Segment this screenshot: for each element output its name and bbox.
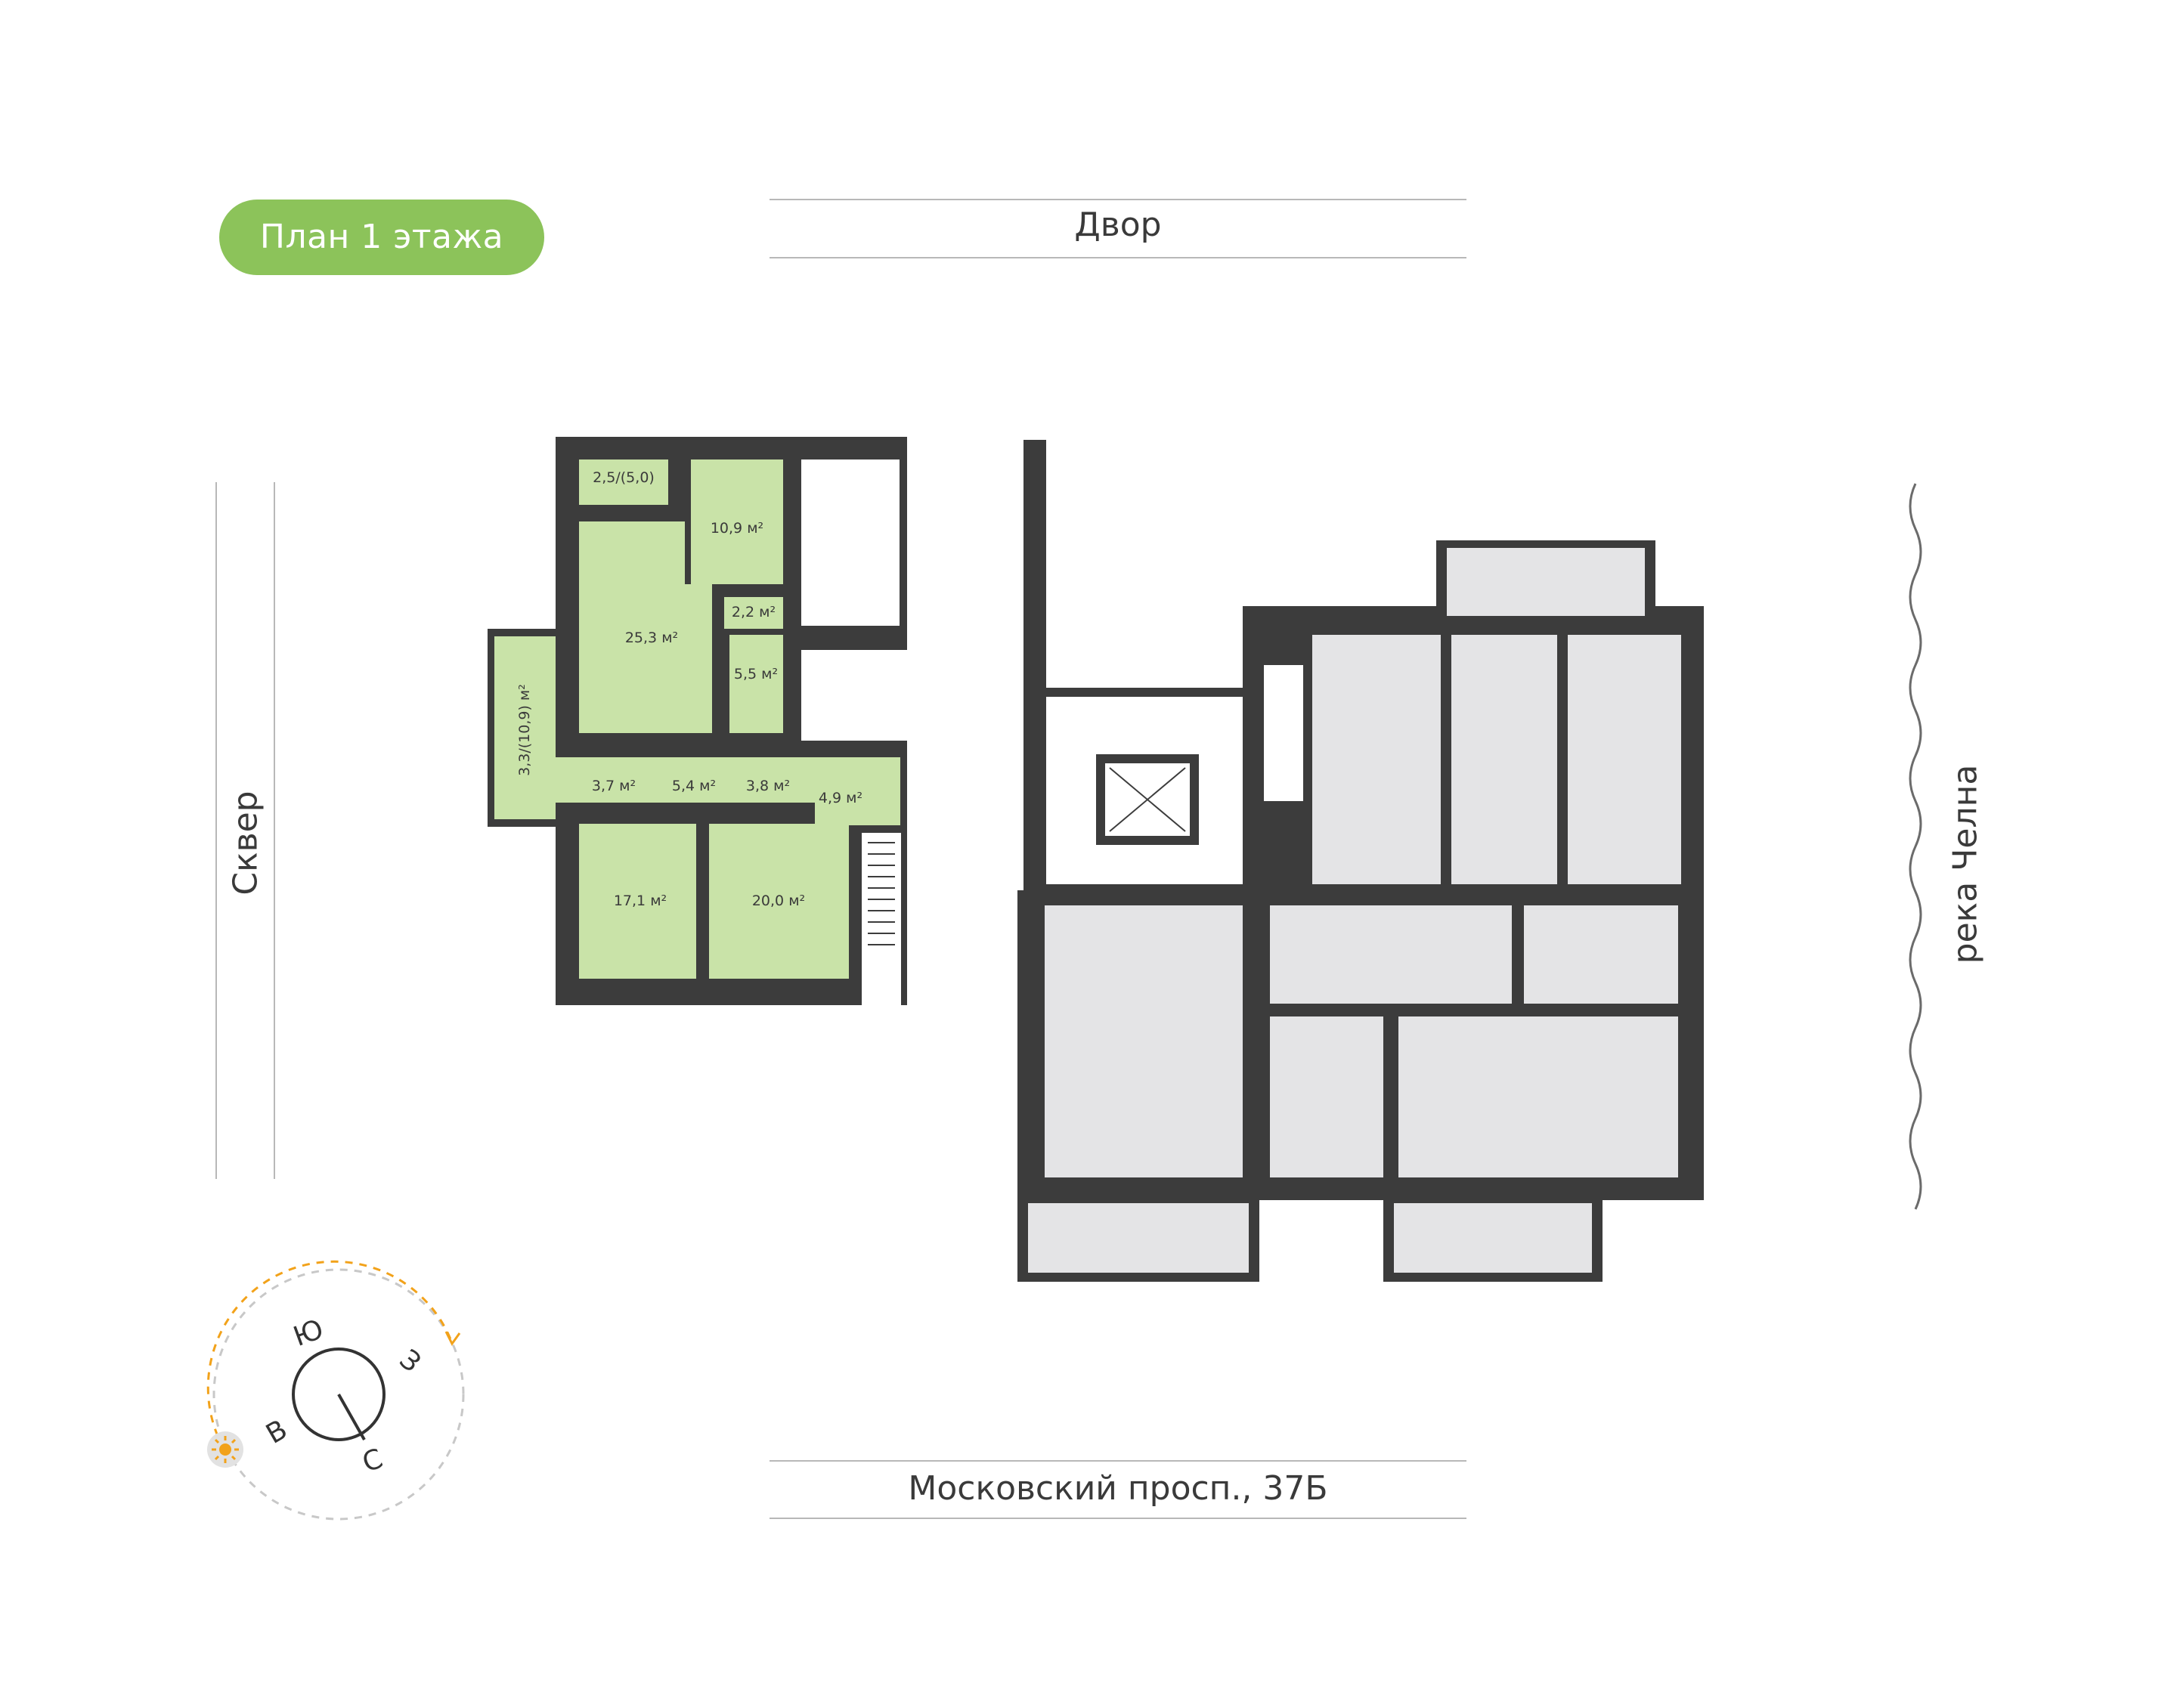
- room-label-r8: 5,4 м²: [672, 778, 716, 794]
- room-label-r12: 20,0 м²: [752, 893, 805, 909]
- river-wave: [1909, 483, 1922, 1210]
- unit-lower-a: [1045, 905, 1243, 1177]
- top-border-line-1: [770, 199, 1466, 200]
- left-wing: [488, 437, 952, 1005]
- compass-dial: [292, 1348, 386, 1441]
- room-label-r4: 25,3 м²: [625, 630, 678, 646]
- room-label-r5: 5,5 м²: [734, 666, 778, 682]
- room-label-r1: 2,5/(5,0): [593, 469, 655, 486]
- room-r5: [729, 635, 783, 733]
- room-label-r9: 3,8 м²: [746, 778, 790, 794]
- compass: Ю З В С: [206, 1260, 465, 1521]
- compass-needle: [337, 1394, 366, 1440]
- bottom-border-line-1: [770, 1460, 1466, 1462]
- cardinal-south: Ю: [290, 1313, 328, 1353]
- room-r4: [579, 521, 685, 733]
- left-border-line-2: [274, 482, 275, 1179]
- lobby-white-1: [801, 459, 900, 626]
- balcony-bottom-left: [1028, 1203, 1249, 1273]
- lobby-white-2: [801, 650, 952, 741]
- room-r4b: [685, 584, 712, 733]
- room-label-r3: 2,2 м²: [732, 604, 776, 620]
- unit-upper-a: [1312, 635, 1441, 884]
- unit-upper-b: [1451, 635, 1557, 884]
- balcony-bottom-right: [1394, 1203, 1592, 1273]
- unit-lower-e: [1398, 1016, 1678, 1177]
- room-label-r2: 10,9 м²: [711, 520, 763, 537]
- sun-path-arc: [206, 1260, 452, 1437]
- elevator-x2: [1109, 767, 1186, 832]
- bottom-label: Московский просп., 37Б: [908, 1469, 1328, 1508]
- room-label-r10: 4,9 м²: [819, 790, 862, 806]
- floor-badge: План 1 этажа: [219, 200, 544, 275]
- room-r11: [579, 824, 696, 979]
- unit-lower-d: [1270, 1016, 1383, 1177]
- left-border-line-1: [215, 482, 217, 1179]
- compass-orbit: [212, 1268, 465, 1521]
- sun-icon: [207, 1431, 243, 1468]
- unit-lower-b: [1270, 905, 1512, 1004]
- right-block: [1017, 540, 1704, 1282]
- core-wall-left: [1023, 440, 1046, 697]
- stair-lines: [868, 842, 895, 945]
- cardinal-east: В: [261, 1414, 293, 1450]
- bottom-border-line-2: [770, 1518, 1466, 1519]
- top-label: Двор: [1074, 206, 1162, 244]
- unit-lower-c: [1524, 905, 1678, 1004]
- room-r2: [691, 459, 783, 584]
- room-r1: [579, 459, 668, 505]
- stair-white: [862, 833, 901, 1005]
- central-core: [1023, 440, 1250, 892]
- room-label-r6: 3,3/(10,9) м²: [516, 684, 533, 776]
- room-r6: [494, 636, 556, 819]
- room-label-r11: 17,1 м²: [614, 893, 667, 909]
- cardinal-north: С: [358, 1443, 387, 1479]
- room-r12: [709, 824, 849, 979]
- stair-right: [1264, 665, 1303, 801]
- cardinal-west: З: [393, 1344, 426, 1378]
- room-r3: [724, 597, 783, 629]
- room-r7: [549, 757, 703, 803]
- room-r10: [815, 757, 900, 825]
- balcony-top: [1447, 548, 1645, 616]
- room-label-r7: 3,7 м²: [592, 778, 636, 794]
- sun-path-arrow: [444, 1331, 461, 1346]
- unit-upper-c: [1568, 635, 1681, 884]
- top-border-line-2: [770, 257, 1466, 258]
